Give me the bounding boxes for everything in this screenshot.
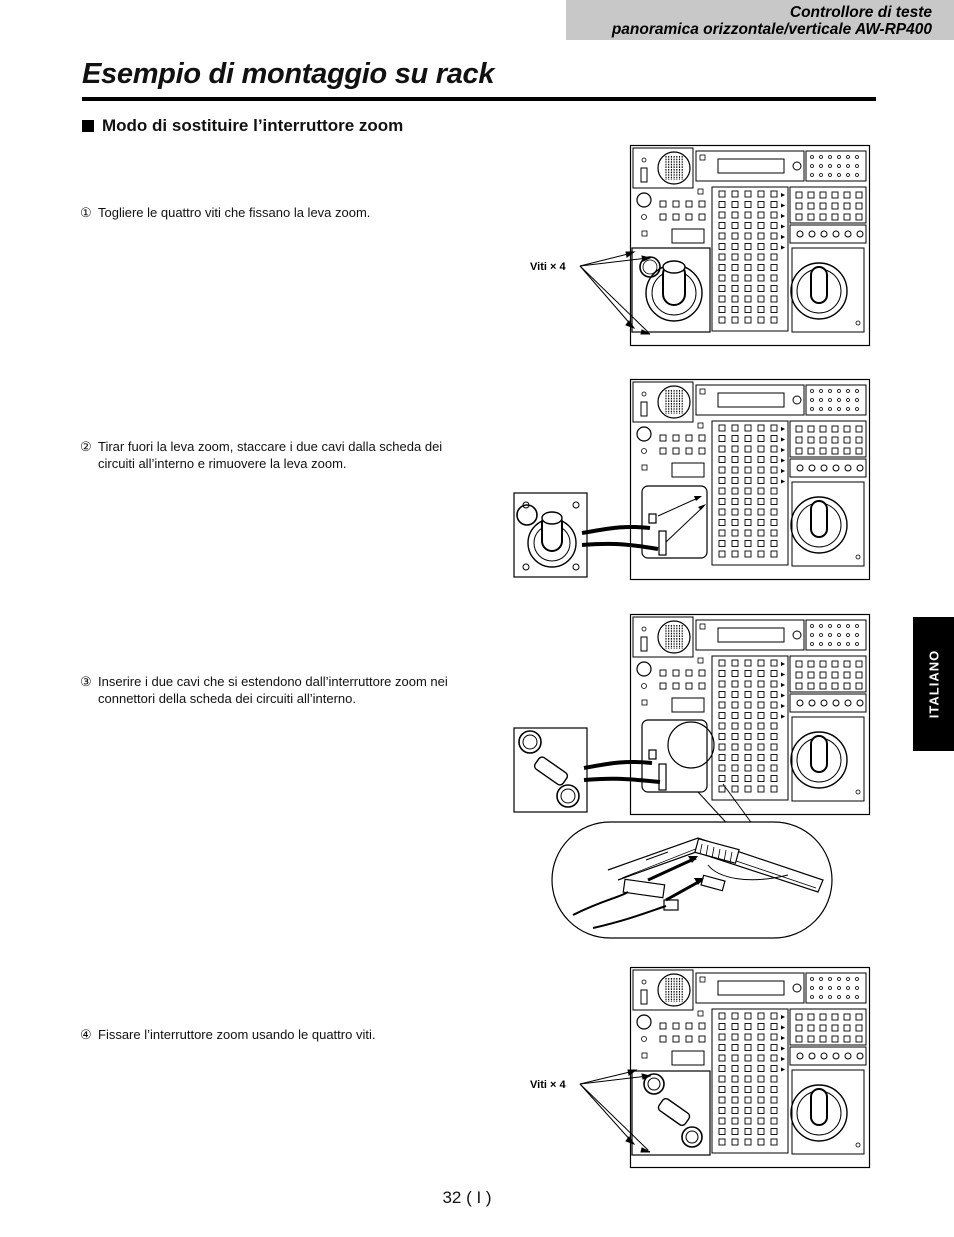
controller-panel-illustration-1 — [629, 144, 871, 347]
step-text: Inserire i due cavi che si estendono dal… — [98, 674, 448, 706]
page-number: 32 ( I ) — [442, 1188, 492, 1207]
empty-lever-slot — [641, 485, 708, 559]
controller-panel-illustration-4 — [629, 966, 871, 1169]
magnifier-circle — [667, 721, 715, 769]
screws-label: Viti × 4 — [530, 261, 566, 273]
step-3: ③ Inserire i due cavi che si estendono d… — [80, 673, 465, 707]
screws-callout-4: Viti × 4 — [530, 1069, 652, 1153]
screws-label: Viti × 4 — [530, 1079, 566, 1091]
controller-panel-illustration-3 — [629, 613, 871, 816]
empty-lever-slot — [641, 719, 715, 793]
step-number: ① — [80, 205, 92, 220]
header-box: Controllore di teste panoramica orizzont… — [566, 0, 954, 40]
removed-zoom-lever-2 — [513, 492, 659, 578]
header-line-1: Controllore di teste — [789, 4, 932, 21]
step-number: ② — [80, 439, 92, 454]
step-text: Tirar fuori la leva zoom, staccare i due… — [98, 439, 443, 471]
screws-callout-1: Viti × 4 — [530, 251, 652, 335]
removed-zoom-lever-3 — [513, 727, 661, 813]
header-line-2: panoramica orizzontale/verticale AW-RP40… — [611, 21, 932, 38]
step-1: ① Togliere le quattro viti che fissano l… — [80, 204, 465, 221]
step-2: ② Tirar fuori la leva zoom, staccare i d… — [80, 438, 465, 472]
connector-detail-illustration — [551, 783, 833, 939]
section-heading: Modo di sostituire l’interruttore zoom — [82, 116, 403, 136]
pointer-arrows — [579, 251, 652, 335]
controller-panel-illustration-2 — [629, 378, 871, 581]
section-heading-text: Modo di sostituire l’interruttore zoom — [102, 116, 404, 135]
step-text: Togliere le quattro viti che fissano la … — [98, 205, 371, 220]
controller-panel — [629, 144, 871, 347]
pointer-arrows — [579, 1069, 652, 1153]
title-rule — [82, 97, 876, 101]
page-title: Esempio di montaggio su rack — [82, 58, 495, 90]
step-number: ④ — [80, 1027, 92, 1042]
zoom-lever-mounted — [631, 1070, 711, 1156]
square-bullet-icon — [82, 120, 94, 132]
controller-panel — [629, 378, 871, 581]
controller-panel — [629, 613, 871, 816]
step-4: ④ Fissare l’interruttore zoom usando le … — [80, 1026, 465, 1043]
controller-panel — [629, 966, 871, 1169]
language-tab: ITALIANO — [913, 617, 954, 751]
step-text: Fissare l’interruttore zoom usando le qu… — [98, 1027, 376, 1042]
language-tab-label: ITALIANO — [926, 649, 941, 719]
zoom-lever-mounted — [631, 247, 711, 333]
step-number: ③ — [80, 674, 92, 689]
